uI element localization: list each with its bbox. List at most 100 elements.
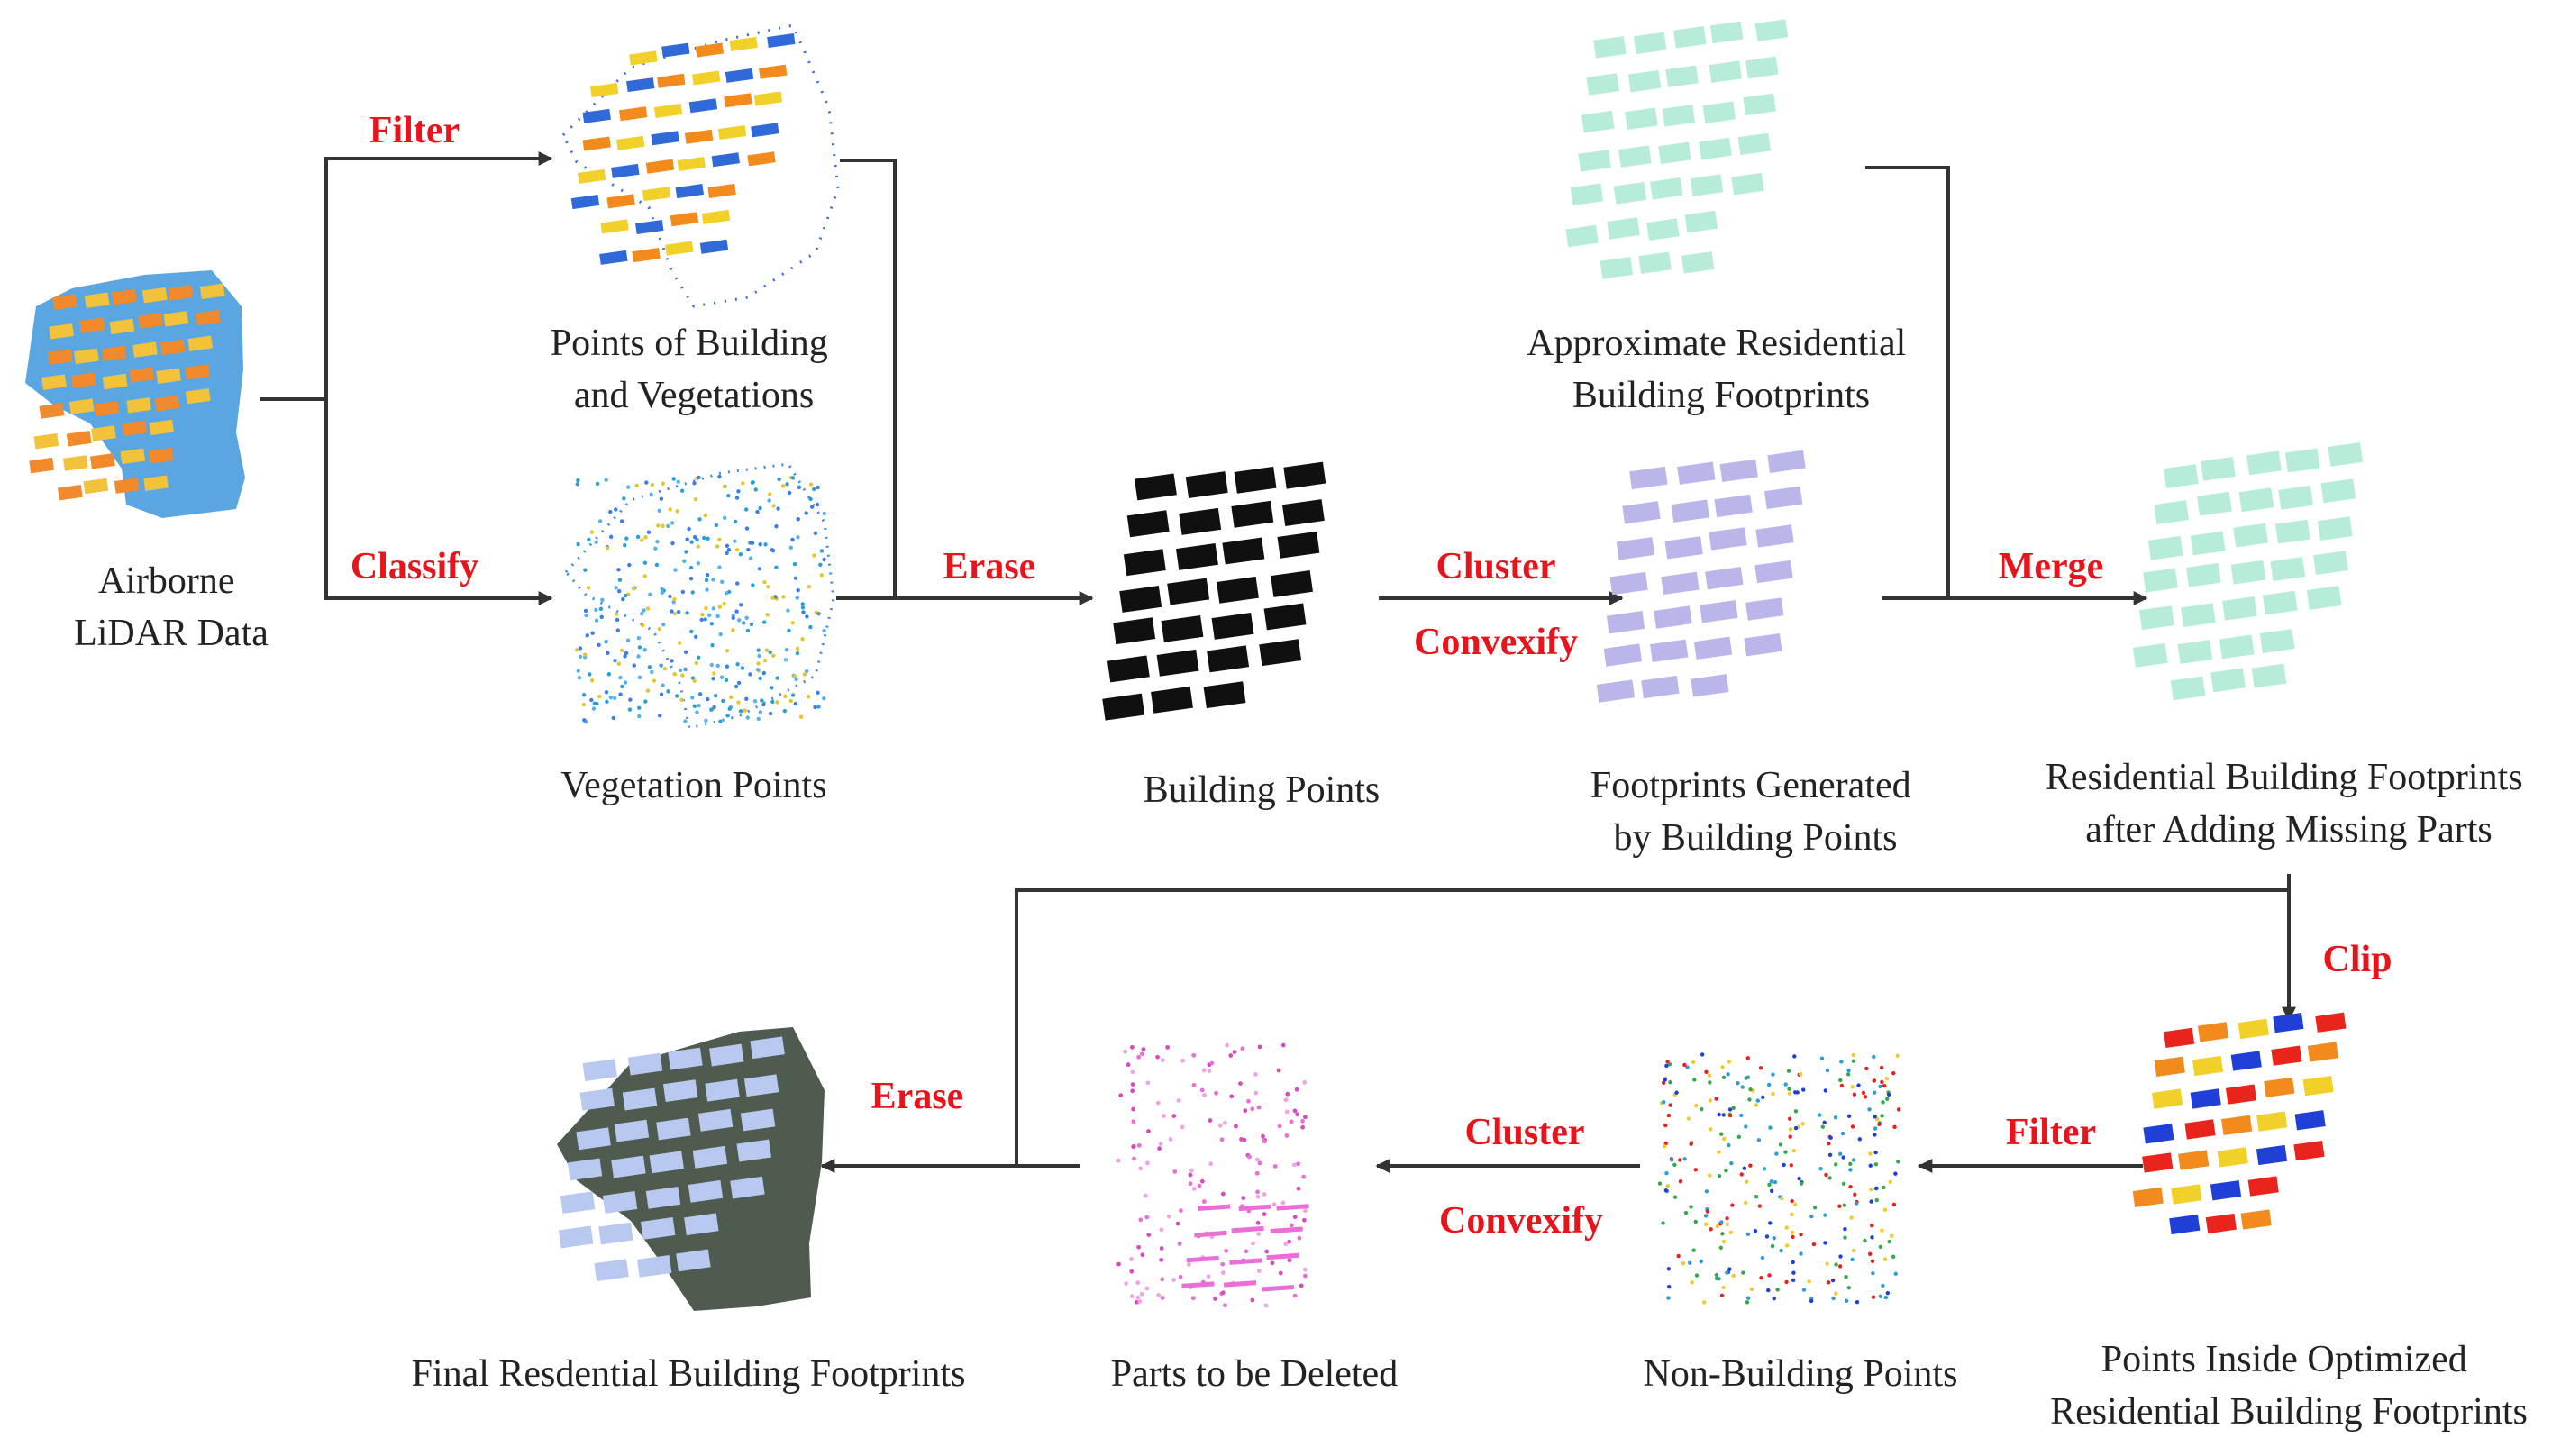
point-dot xyxy=(1725,1222,1729,1227)
point-dot xyxy=(1741,1270,1745,1275)
point-dot xyxy=(1689,1142,1693,1147)
point-dot xyxy=(1256,1105,1262,1110)
point-dot xyxy=(704,718,708,723)
point-dot xyxy=(1798,1071,1803,1077)
point-dot xyxy=(1201,1068,1207,1073)
point-dot xyxy=(793,701,797,706)
point-dot xyxy=(597,519,603,523)
point-dot xyxy=(666,523,670,529)
point-dot xyxy=(1841,1181,1846,1187)
footprint-block xyxy=(1755,524,1794,548)
point-dot xyxy=(1896,1160,1900,1164)
footprint-block xyxy=(138,313,164,329)
footprint-block xyxy=(606,194,635,209)
point-dot xyxy=(731,615,735,620)
point-dot xyxy=(1861,1090,1866,1096)
footprint-block xyxy=(1658,141,1691,165)
footprint-block xyxy=(1194,1230,1227,1238)
point-dot xyxy=(735,662,740,667)
point-dot xyxy=(1253,1090,1259,1096)
point-dot xyxy=(748,556,753,560)
point-dot xyxy=(1728,1230,1733,1234)
point-dot xyxy=(1129,1269,1135,1274)
point-dot xyxy=(1772,1297,1776,1301)
point-dot xyxy=(1130,1069,1135,1075)
point-dot xyxy=(1896,1107,1901,1112)
point-dot xyxy=(1873,1133,1877,1137)
point-dot xyxy=(608,695,614,700)
point-dot xyxy=(1714,1272,1719,1278)
point-dot xyxy=(1762,1167,1767,1171)
point-dot xyxy=(1676,1253,1681,1259)
footprint-block xyxy=(120,448,146,465)
footprint-block xyxy=(68,398,95,414)
footprint-block xyxy=(83,478,109,495)
point-dot xyxy=(1255,1194,1261,1199)
point-dot xyxy=(1207,1069,1212,1074)
point-dot xyxy=(1250,1106,1255,1112)
point-dot xyxy=(760,698,764,703)
point-dot xyxy=(1778,1142,1783,1147)
point-dot xyxy=(768,650,772,655)
point-dot xyxy=(621,596,625,602)
footprint-block xyxy=(1277,531,1320,559)
inside-points-thumbnail xyxy=(2132,1012,2347,1235)
footprint-block xyxy=(2328,441,2364,467)
point-dot xyxy=(1299,1283,1304,1288)
footprint-block xyxy=(1699,137,1732,160)
point-dot xyxy=(1228,1053,1234,1058)
point-dot xyxy=(613,659,617,663)
footprint-block xyxy=(2192,1055,2224,1077)
point-dot xyxy=(800,602,805,606)
footprint-block xyxy=(2184,1119,2216,1140)
footprint-block xyxy=(1737,132,1772,156)
point-dot xyxy=(676,609,681,614)
point-dot xyxy=(1874,1186,1879,1191)
point-dot xyxy=(1663,1144,1667,1149)
point-dot xyxy=(654,562,660,568)
point-dot xyxy=(751,480,755,485)
point-dot xyxy=(635,534,641,540)
footprint-block xyxy=(114,478,140,494)
point-dot xyxy=(1138,1217,1144,1223)
point-dot xyxy=(679,697,684,703)
point-dot xyxy=(614,612,619,616)
point-dot xyxy=(743,507,749,512)
lidar-thumbnail xyxy=(25,270,245,518)
point-dot xyxy=(753,487,758,492)
point-dot xyxy=(822,696,826,701)
point-dot xyxy=(757,653,761,659)
point-dot xyxy=(636,635,642,641)
point-dot xyxy=(1851,1059,1856,1063)
point-dot xyxy=(1846,1285,1851,1290)
point-dot xyxy=(777,477,781,482)
point-dot xyxy=(1672,1195,1678,1199)
point-dot xyxy=(1277,1124,1282,1129)
point-dot xyxy=(768,711,773,716)
point-dot xyxy=(1701,1300,1707,1305)
point-dot xyxy=(1744,1124,1748,1129)
footprint-block xyxy=(2237,1018,2269,1040)
generated-footprints-thumbnail xyxy=(1596,450,1806,703)
point-dot xyxy=(1782,1162,1786,1168)
point-dot xyxy=(806,695,811,699)
point-dot xyxy=(797,485,802,490)
footprint-block xyxy=(1181,1281,1215,1288)
point-dot xyxy=(711,606,716,611)
point-dot xyxy=(770,686,774,690)
final-footprints-thumbnail xyxy=(557,1027,825,1311)
point-dot xyxy=(1828,1135,1833,1140)
point-dot xyxy=(1294,1087,1299,1092)
point-dot xyxy=(1130,1088,1135,1094)
point-dot xyxy=(1872,1090,1877,1095)
point-dot xyxy=(1753,1229,1758,1233)
point-dot xyxy=(684,550,688,554)
point-dot xyxy=(662,666,668,671)
point-dot xyxy=(1784,1279,1789,1285)
point-dot xyxy=(1208,1161,1214,1167)
point-dot xyxy=(1844,1298,1849,1303)
point-dot xyxy=(1784,1243,1790,1248)
point-dot xyxy=(1895,1053,1900,1058)
line-approx-to-merge xyxy=(1865,166,1950,598)
point-dot xyxy=(652,678,657,683)
